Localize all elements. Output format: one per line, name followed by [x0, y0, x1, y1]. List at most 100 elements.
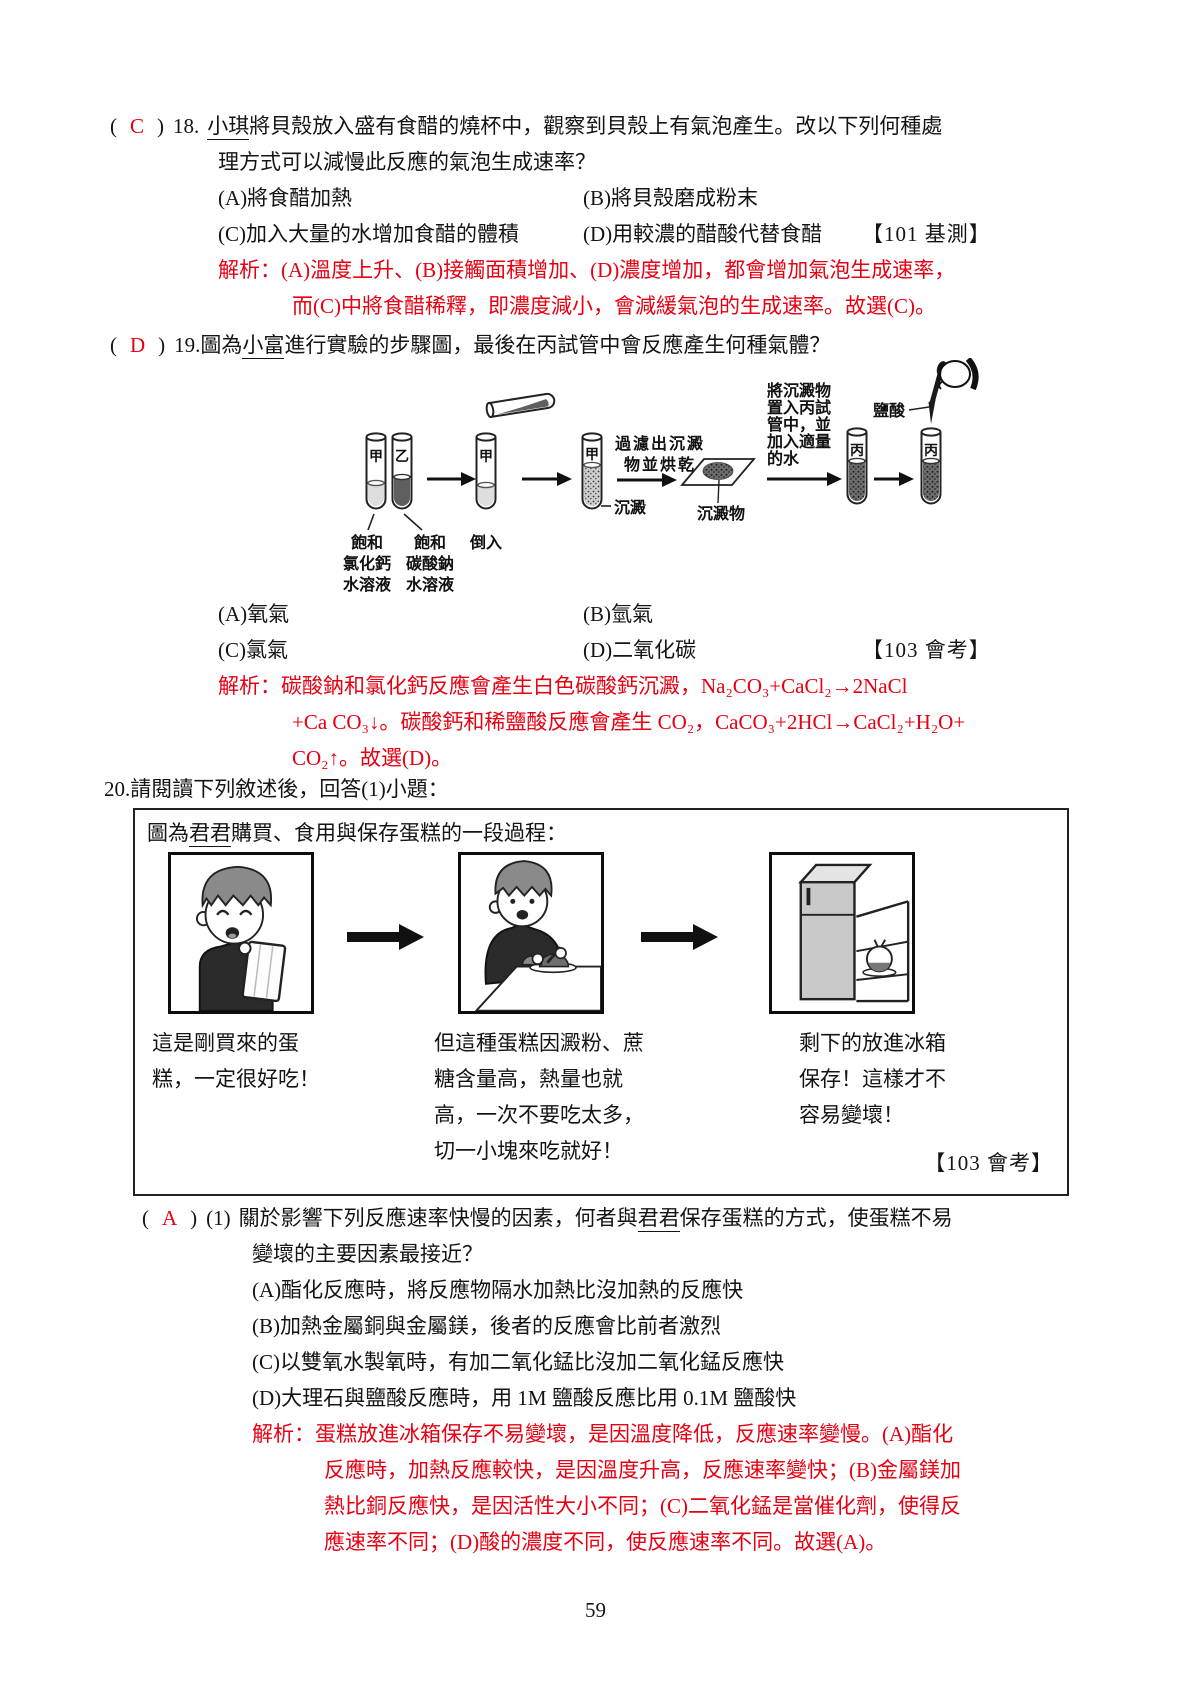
q19-analysis-text1: 碳酸鈉和氯化鈣反應會產生白色碳酸鈣沉澱，Na₂CO₃+CaCl₂→2NaCl: [281, 674, 908, 698]
q18-option-a: (A)將食醋加熱: [218, 186, 353, 210]
q20-reading-box: 圖為君君購買、食用與保存蛋糕的一段過程：: [133, 808, 1069, 1196]
q19-analysis-line1: 解析：碳酸鈉和氯化鈣反應會產生白色碳酸鈣沉澱，Na₂CO₃+CaCl₂→2NaC…: [218, 673, 907, 700]
acid-label: 鹽酸: [873, 401, 906, 420]
q19-text-prefix: 圖為: [200, 333, 243, 357]
step-arrow-icon: [427, 472, 476, 486]
tube4-label: 甲: [585, 447, 599, 463]
q19-text-rest: 進行實驗的步驟圖，最後在丙試管中會反應產生何種氣體？: [284, 333, 831, 357]
sub1-option-d: (D)大理石與鹽酸反應時，用 1M 鹽酸反應比用 0.1M 鹽酸快: [252, 1386, 797, 1410]
caption2-line1: 但這種蛋糕因澱粉、蔗: [434, 1031, 644, 1055]
sub1-analysis-line1: 解析：蛋糕放進冰箱保存不易變壞，是因溫度降低，反應速率變慢。(A)酯化: [252, 1421, 953, 1448]
q19-answer: D: [130, 333, 146, 357]
q18-header: (C)18.小琪將貝殼放入盛有食醋的燒杯中，觀察到貝殼上有氣泡產生。改以下列何種…: [110, 113, 942, 140]
q18-option-d: (D)用較濃的醋酸代替食醋: [583, 222, 823, 246]
sub1-option-c: (C)以雙氧水製氧時，有加二氧化錳比沒加二氧化錳反應快: [252, 1350, 784, 1374]
solution2-label-2: 碳酸鈉: [406, 554, 454, 573]
q18-student-name: 小琪: [207, 114, 250, 140]
caption2-line3: 高，一次不要吃太多，: [434, 1103, 644, 1127]
filter-caption-2: 物並烘乾: [624, 455, 696, 474]
step-arrow-icon: [522, 472, 572, 486]
hand-icon: [936, 358, 979, 391]
caption2-line2: 糖含量高，熱量也就: [434, 1067, 623, 1091]
sub1-analysis-text1: 蛋糕放進冰箱保存不易變壞，是因溫度降低，反應速率變慢。(A)酯化: [315, 1422, 954, 1446]
sub1-analysis-line4: 應速率不同；(D)酸的濃度不同，使反應速率不同。故選(A)。: [324, 1530, 887, 1554]
sub1-option-b: (B)加熱金屬銅與金屬鎂，後者的反應會比前者激烈: [252, 1314, 721, 1338]
pointer-line: [367, 513, 375, 531]
sub1-answer: A: [162, 1206, 178, 1230]
test-tube-bing2-icon: 丙: [920, 427, 942, 505]
q19-option-a: (A)氧氣: [218, 602, 290, 626]
step-text-4: 加入適量: [766, 432, 831, 451]
caption3-line2: 保存！這樣才不: [799, 1067, 946, 1091]
tube5-label: 丙: [850, 443, 864, 459]
q19-option-c: (C)氯氣: [218, 638, 288, 662]
sub1-paren-close: ): [190, 1206, 198, 1230]
q19-option-b: (B)氫氣: [583, 602, 653, 626]
q19-student-name: 小富: [242, 333, 285, 359]
pointer-line: [908, 406, 930, 411]
box-title: 圖為君君購買、食用與保存蛋糕的一段過程：: [147, 820, 567, 847]
boy-cutting-cake-illustration: [458, 852, 604, 1014]
q18-paren-open: (: [110, 114, 117, 138]
sequence-arrow-icon: [641, 923, 719, 956]
solution1-label-2: 氯化鈣: [343, 554, 391, 573]
caption3-line1: 剩下的放進冰箱: [799, 1031, 946, 1055]
sub1-option-a: (A)酯化反應時，將反應物隔水加熱比沒加熱的反應快: [252, 1278, 744, 1302]
step-text-5: 的水: [767, 449, 800, 468]
test-tube-yi-icon: 乙: [391, 432, 413, 510]
q19-analysis-label: 解析：: [218, 674, 281, 698]
tube1-label: 甲: [369, 449, 383, 465]
sub1-analysis-label: 解析：: [252, 1422, 315, 1446]
step-text-3: 管中，並: [767, 415, 831, 434]
experiment-steps-diagram: 甲 乙 飽和 氯化鈣 水溶液 飽和 碳酸鈉 水溶液 甲: [343, 358, 979, 594]
q19-paren-open: (: [110, 333, 117, 357]
solution1-label-1: 飽和: [350, 533, 383, 552]
step-arrow-icon: [874, 472, 914, 486]
precipitate-label: 沉澱: [614, 498, 647, 517]
q18-analysis-line2: 而(C)中將食醋稀釋，即濃度減小，會減緩氣泡的生成速率。故選(C)。: [292, 294, 936, 318]
step-text-2: 置入丙試: [767, 398, 831, 417]
sub1-number: (1): [206, 1206, 231, 1230]
test-tube-jia2-icon: 甲: [475, 432, 497, 510]
q18-answer: C: [130, 114, 145, 138]
q19-option-d: (D)二氧化碳: [583, 638, 697, 662]
test-tube-precipitate-icon: 甲: [581, 432, 603, 510]
q18-source-tag: 【101 基測】: [862, 222, 991, 246]
sub1-text-post: 保存蛋糕的方式，使蛋糕不易: [679, 1206, 953, 1230]
sub1-text-pre: 關於影響下列反應速率快慢的因素，何者與: [238, 1206, 638, 1230]
q18-analysis-label: 解析：: [218, 258, 281, 282]
tube3-label: 甲: [479, 449, 493, 465]
filter-paper-icon: [680, 458, 756, 504]
q18-analysis-line1: 解析：(A)溫度上升、(B)接觸面積增加、(D)濃度增加，都會增加氣泡生成速率，: [218, 257, 955, 284]
sub1-text-line2: 變壞的主要因素最接近？: [252, 1242, 483, 1266]
sub1-analysis-line3: 熱比銅反應快，是因活性大小不同；(C)二氧化錳是當催化劑，使得反: [324, 1494, 961, 1518]
q18-option-b: (B)將貝殼磨成粉末: [583, 186, 758, 210]
box-title-rest: 購買、食用與保存蛋糕的一段過程：: [231, 821, 567, 845]
caption2-line4: 切一小塊來吃就好！: [434, 1139, 623, 1163]
page-number: 59: [585, 1598, 606, 1622]
residue-label: 沉澱物: [697, 504, 745, 523]
q19-source-tag: 【103 會考】: [862, 638, 991, 662]
boy-holding-cake-bag-illustration: [168, 852, 314, 1014]
test-tube-bing-icon: 丙: [846, 427, 868, 505]
q18-analysis-text1: (A)溫度上升、(B)接觸面積增加、(D)濃度增加，都會增加氣泡生成速率，: [281, 258, 956, 282]
solution1-label-3: 水溶液: [343, 575, 392, 594]
refrigerator-illustration: [769, 852, 915, 1014]
caption1-line2: 糕，一定很好吃！: [152, 1067, 320, 1091]
q20-intro: 20.請閱讀下列敘述後，回答(1)小題：: [104, 777, 449, 801]
q19-number: 19.: [174, 333, 201, 357]
q19-header: (D)19.圖為小富進行實驗的步驟圖，最後在丙試管中會反應產生何種氣體？: [110, 332, 830, 359]
filter-caption-1: 過濾出沉澱: [614, 434, 705, 453]
test-tube-jia-icon: 甲: [365, 432, 387, 510]
q20-sub1-header: (A)(1)關於影響下列反應速率快慢的因素，何者與君君保存蛋糕的方式，使蛋糕不易: [142, 1205, 953, 1232]
q19-analysis-line2: +Ca CO₃↓。碳酸鈣和稀鹽酸反應會產生 CO₂，CaCO₃+2HCl→CaC…: [292, 710, 966, 734]
pouring-tube-icon: [485, 393, 556, 419]
sub1-analysis-line2: 反應時，加熱反應較快，是因溫度升高，反應速率變快；(B)金屬鎂加: [324, 1458, 961, 1482]
step-arrow-icon: [617, 473, 677, 487]
tube6-label: 丙: [924, 443, 938, 459]
q18-option-c: (C)加入大量的水增加食醋的體積: [218, 222, 519, 246]
q18-text-line2: 理方式可以減慢此反應的氣泡生成速率？: [218, 150, 596, 174]
step-arrow-icon: [767, 472, 842, 486]
q18-number: 18.: [173, 114, 200, 138]
solution2-label-1: 飽和: [413, 533, 446, 552]
